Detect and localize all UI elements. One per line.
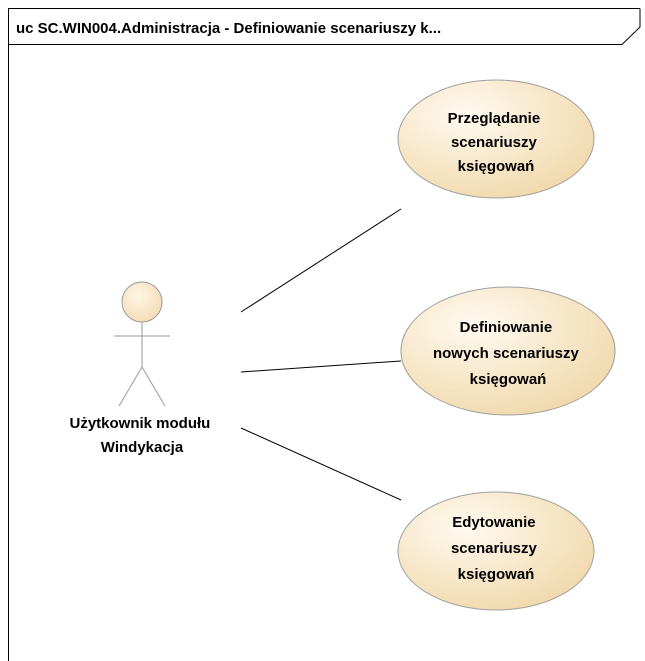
association-line-przegladanie [240,208,402,313]
frame-title-tab [8,8,641,45]
use-case-ellipse [397,491,595,611]
use-case-label-line: nowych scenariuszy [433,345,580,362]
association-line-definiowanie [240,360,402,373]
use-case-label-line: Edytowanie [452,514,535,531]
frame-border [8,8,640,661]
association-line-edytowanie [240,427,402,501]
actor-left-leg [118,366,143,407]
use-case-label-line: Przeglądanie [448,110,541,127]
actor-name-line-1: Użytkownik modułu [69,415,210,432]
use-case-definiowanie[interactable]: Definiowanie nowych scenariuszy księgowa… [400,286,616,416]
use-case-label-line: księgowań [458,158,535,175]
use-case-label: Edytowanie scenariuszy księgowań [451,514,541,583]
use-case-label-line: księgowań [470,371,547,388]
use-case-ellipse [400,286,616,416]
frame-title: uc SC.WIN004.Administracja - Definiowani… [16,20,441,37]
diagram-frame: uc SC.WIN004.Administracja - Definiowani… [8,8,641,661]
use-case-label-line: Definiowanie [460,319,553,336]
associations [240,208,402,501]
actor[interactable]: Użytkownik modułu Windykacja [69,281,214,456]
actor-right-leg [141,366,166,407]
use-case-przegladanie[interactable]: Przeglądanie scenariuszy księgowań [397,79,595,199]
actor-name-line-2: Windykacja [101,439,184,456]
use-case-label: Definiowanie nowych scenariuszy księgowa… [433,319,583,388]
use-case-label-line: scenariuszy [451,540,538,557]
actor-head [121,281,163,323]
use-case-label-line: scenariuszy [451,134,538,151]
use-case-label-line: księgowań [458,566,535,583]
use-case-edytowanie[interactable]: Edytowanie scenariuszy księgowań [397,491,595,611]
use-case-label: Przeglądanie scenariuszy księgowań [448,110,545,175]
actor-name: Użytkownik modułu Windykacja [69,415,214,456]
use-case-ellipse [397,79,595,199]
